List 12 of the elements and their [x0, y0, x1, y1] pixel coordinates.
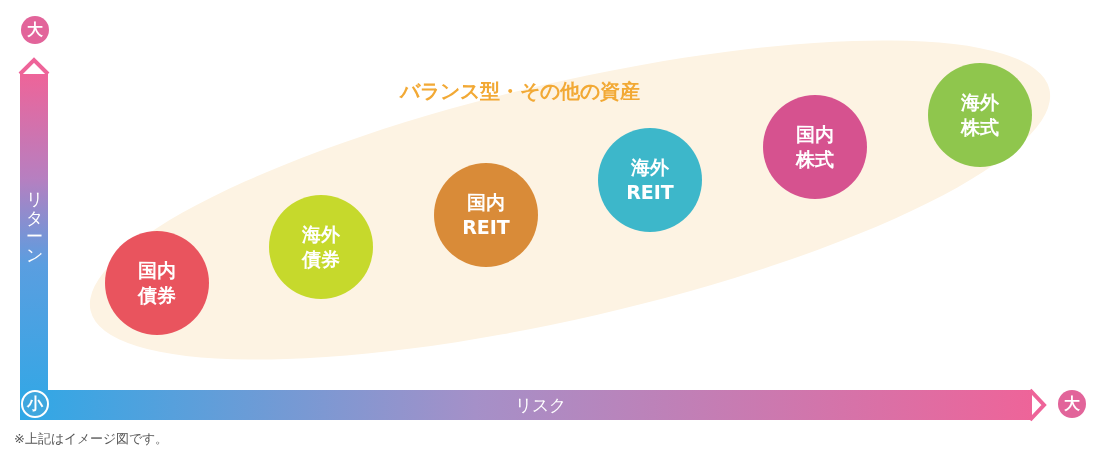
asset-label: 海外REIT	[625, 155, 675, 205]
category-heading: バランス型・その他の資産	[400, 78, 640, 105]
asset-label: 国内REIT	[461, 190, 511, 240]
axis-label: リターン	[26, 190, 43, 265]
footnote: ※上記はイメージ図です。	[14, 430, 168, 448]
scale-marker: 大	[21, 16, 49, 44]
axis-label: リスク	[515, 394, 566, 417]
asset-label: 国内債券	[136, 258, 177, 308]
asset-label: 海外債券	[300, 222, 341, 272]
scale-marker: 大	[1058, 390, 1086, 418]
asset-label: 海外株式	[959, 90, 1000, 140]
asset-label: 国内株式	[794, 122, 835, 172]
